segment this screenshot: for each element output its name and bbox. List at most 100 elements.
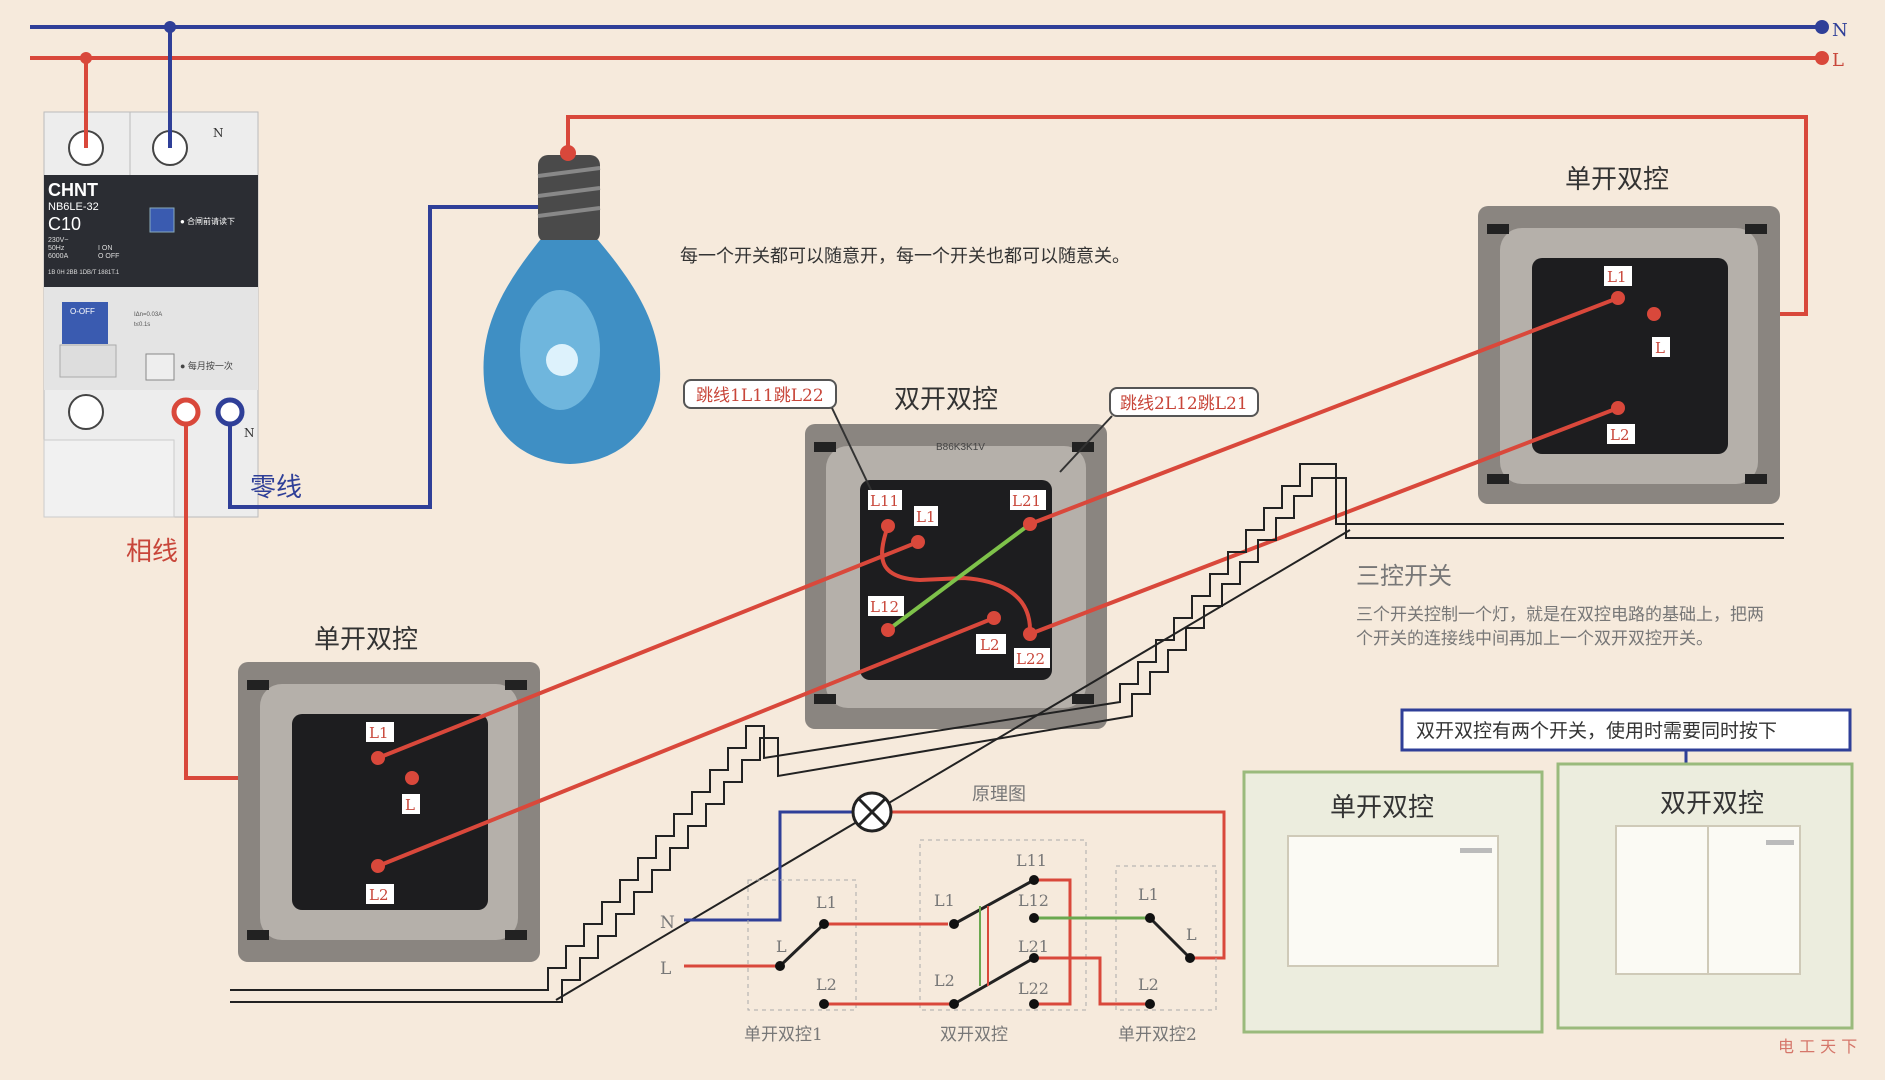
panel-single-title: 单开双控 — [1330, 793, 1434, 823]
rail-n-label: N — [1832, 20, 1848, 41]
breaker-spec-2: 50Hz — [48, 245, 65, 252]
terminal-phase-out — [171, 397, 201, 427]
svg-text:L22: L22 — [1018, 979, 1049, 998]
svg-text:跳线1L11跳L22: 跳线1L11跳L22 — [696, 386, 824, 406]
left-switch-title: 单开双控 — [314, 625, 418, 655]
rcd-breaker: N CHNT NB6LE-32 C10 230V~ 50Hz 6000A 1B … — [43, 111, 259, 518]
breaker-off-label: O OFF — [98, 253, 119, 260]
terminal-label-center-l12: L12 — [868, 596, 904, 616]
svg-text:L2: L2 — [816, 975, 837, 994]
breaker-on-label: I ON — [98, 245, 112, 252]
terminal-label-left-l2: L2 — [366, 884, 394, 904]
terminal-label-left-l: L — [402, 794, 420, 814]
schematic: 原理图 N L L1 L L2 L1 L2 L11 L12 — [660, 784, 1226, 1045]
switch-left-single — [238, 662, 540, 962]
jumper2-callout: 跳线2L12跳L21 — [1059, 387, 1259, 473]
svg-text:双开双控有两个开关，使用时需要同时按下: 双开双控有两个开关，使用时需要同时按下 — [1416, 720, 1777, 742]
breaker-rating: C10 — [48, 214, 81, 234]
breaker-model: NB6LE-32 — [48, 201, 99, 213]
three-way-desc-2: 个开关的连接线中间再加上一个双开双控开关。 — [1356, 629, 1713, 649]
svg-text:L2: L2 — [1610, 426, 1630, 444]
schematic-sw3-name: 单开双控2 — [1118, 1025, 1197, 1045]
staircase-outline-2 — [230, 477, 1784, 1003]
breaker-spec2-2: t≤0.1s — [134, 322, 150, 328]
svg-text:L11: L11 — [870, 492, 899, 510]
terminal-label-left-l1: L1 — [366, 722, 394, 742]
lamp-phase-terminal — [560, 145, 576, 161]
svg-text:L2: L2 — [980, 636, 1000, 654]
breaker-spec2-1: IΔn=0.03A — [134, 312, 162, 318]
jumper1-callout: 跳线1L11跳L22 — [683, 379, 873, 493]
staircase-outline-1 — [230, 463, 1784, 991]
svg-text:L2: L2 — [369, 886, 389, 904]
svg-text:L1: L1 — [369, 724, 389, 742]
breaker-n-mark: N — [213, 126, 224, 140]
terminal-dots — [371, 291, 1661, 873]
schematic-n: N — [660, 913, 675, 933]
panel-double-title: 双开双控 — [1660, 789, 1764, 819]
staircase-diagonal — [555, 529, 1351, 1001]
phase-rail-end — [1815, 51, 1829, 65]
svg-text:L1: L1 — [916, 508, 936, 526]
top-note: 每一个开关都可以随意开，每一个开关也都可以随意关。 — [680, 246, 1130, 267]
svg-text:L: L — [1186, 925, 1197, 944]
breaker-spec-1: 230V~ — [48, 237, 68, 244]
svg-text:跳线2L12跳L21: 跳线2L12跳L21 — [1120, 394, 1248, 414]
svg-text:L12: L12 — [1018, 891, 1049, 910]
terminal-label-center-l22: L22 — [1014, 648, 1050, 668]
svg-text:L1: L1 — [816, 893, 837, 912]
panel-double-switch: 双开双控 — [1556, 762, 1854, 1030]
terminal-label-center-l1: L1 — [914, 506, 938, 526]
svg-text:L21: L21 — [1012, 492, 1041, 510]
schematic-sw1-name: 单开双控1 — [744, 1025, 823, 1045]
double-note-box: 双开双控有两个开关，使用时需要同时按下 — [1400, 708, 1852, 789]
svg-text:L12: L12 — [870, 598, 899, 616]
light-bulb — [483, 155, 661, 464]
watermark: 电 工 天 下 — [1778, 1037, 1857, 1056]
rail-l-label: L — [1832, 50, 1844, 71]
breaker-off-tag: O-OFF — [70, 307, 95, 316]
svg-text:L2: L2 — [1138, 975, 1159, 994]
terminal-label-center-l11: L11 — [868, 490, 902, 510]
svg-text:L22: L22 — [1016, 650, 1045, 668]
breaker-spec-4: 1B 0H 2BB 1DB/T 1881T.1 — [48, 270, 120, 276]
schematic-l: L — [660, 959, 671, 979]
center-switch-title: 双开双控 — [894, 385, 998, 415]
terminal-label-center-l2: L2 — [976, 634, 1006, 654]
center-switch-model: B86K3K1V — [936, 442, 985, 453]
breaker-test-note: ● 合闸前请读下 — [180, 216, 235, 226]
svg-text:L1: L1 — [1607, 268, 1627, 286]
svg-text:L1: L1 — [1138, 885, 1159, 904]
neutral-wire-label: 零线 — [250, 473, 302, 503]
terminal-label-right-l: L — [1652, 337, 1670, 357]
jumper-wire-green — [886, 522, 1032, 632]
wire-neutral-to-lamp — [228, 205, 546, 509]
neutral-rail-end — [1815, 20, 1829, 34]
terminal-neutral-out — [215, 397, 245, 427]
interconnect-wires — [377, 296, 1619, 868]
terminal-label-center-l21: L21 — [1010, 490, 1046, 510]
schematic-title: 原理图 — [972, 784, 1026, 805]
svg-text:L: L — [1655, 339, 1665, 357]
breaker-brand: CHNT — [48, 180, 98, 200]
terminal-label-right-l1: L1 — [1604, 266, 1632, 286]
terminal-label-right-l2: L2 — [1607, 424, 1635, 444]
three-way-title: 三控开关 — [1356, 562, 1452, 590]
breaker-test-btn-note: ● 每月按一次 — [180, 360, 233, 371]
breaker-n-mark-bottom: N — [244, 426, 255, 440]
schematic-sw2-name: 双开双控 — [940, 1025, 1008, 1045]
svg-text:L1: L1 — [934, 891, 955, 910]
right-switch-title: 单开双控 — [1565, 165, 1669, 195]
panel-single-switch: 单开双控 — [1242, 770, 1544, 1034]
svg-text:L: L — [405, 796, 415, 814]
switch-right-single — [1478, 206, 1780, 504]
svg-text:L: L — [776, 937, 787, 956]
svg-text:L21: L21 — [1018, 937, 1049, 956]
svg-text:L11: L11 — [1016, 851, 1047, 870]
breaker-spec-3: 6000A — [48, 253, 69, 260]
three-way-desc-1: 三个开关控制一个灯，就是在双控电路的基础上，把两 — [1356, 605, 1764, 625]
phase-wire-label: 相线 — [126, 537, 178, 567]
svg-text:L2: L2 — [934, 971, 955, 990]
